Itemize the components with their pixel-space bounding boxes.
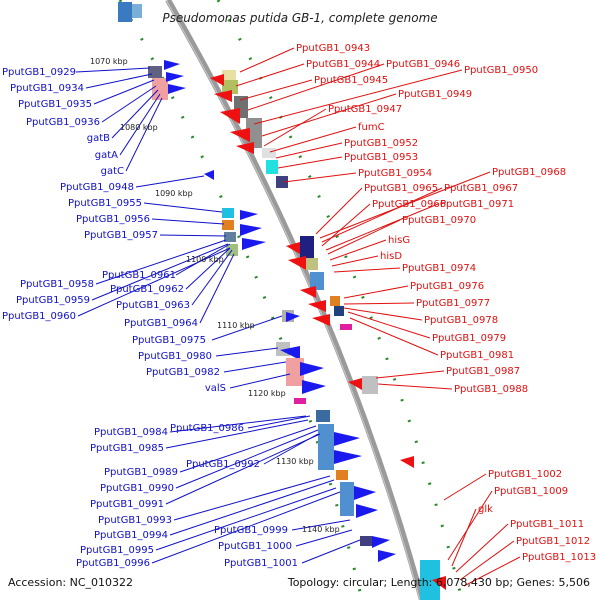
- kbp-tick: 1110 kbp: [217, 321, 255, 330]
- gene-label[interactable]: PputGB1_0935: [18, 99, 92, 110]
- accession-text: Accession: NC_010322: [8, 576, 133, 589]
- gene-features: [118, 2, 446, 600]
- gene-label[interactable]: PputGB1_0962: [110, 284, 184, 295]
- kbp-tick: 1120 kbp: [248, 389, 286, 398]
- gene-label[interactable]: PputGB1_0970: [402, 215, 476, 226]
- gene-label[interactable]: PputGB1_0968: [492, 167, 566, 178]
- gene-label[interactable]: PputGB1_0994: [94, 530, 168, 541]
- gene-label[interactable]: PputGB1_0986: [170, 423, 244, 434]
- gene-label[interactable]: PputGB1_0977: [416, 298, 490, 309]
- gene-label[interactable]: PputGB1_0967: [444, 183, 518, 194]
- gene-label[interactable]: valS: [205, 383, 226, 394]
- gene-label[interactable]: PputGB1_0957: [84, 230, 158, 241]
- gene-label[interactable]: PputGB1_0955: [68, 198, 142, 209]
- gene-label[interactable]: PputGB1_0990: [100, 483, 174, 494]
- gene-label[interactable]: PputGB1_0985: [90, 443, 164, 454]
- gene-label[interactable]: PputGB1_1013: [522, 552, 596, 563]
- gene-label[interactable]: glk: [478, 504, 493, 515]
- gene-label[interactable]: fumC: [358, 122, 385, 133]
- gene-label[interactable]: PputGB1_0952: [344, 138, 418, 149]
- gene-label[interactable]: PputGB1_0979: [432, 333, 506, 344]
- gene-label[interactable]: PputGB1_0987: [446, 366, 520, 377]
- gene-label[interactable]: PputGB1_0954: [358, 168, 432, 179]
- gene-label[interactable]: PputGB1_0953: [344, 152, 418, 163]
- gene-label[interactable]: PputGB1_0991: [90, 499, 164, 510]
- gene-label[interactable]: PputGB1_0976: [410, 281, 484, 292]
- gene-label[interactable]: PputGB1_0978: [424, 315, 498, 326]
- gene-label[interactable]: PputGB1_1011: [510, 519, 584, 530]
- gene-label[interactable]: PputGB1_0980: [138, 351, 212, 362]
- gene-label[interactable]: PputGB1_1001: [224, 558, 298, 569]
- gene-label[interactable]: hisD: [380, 251, 402, 262]
- gene-label[interactable]: PputGB1_0945: [314, 75, 388, 86]
- topology-text: Topology: circular; Length: 6,078,430 bp…: [287, 576, 590, 589]
- gene-label[interactable]: PputGB1_0949: [398, 89, 472, 100]
- gene-label[interactable]: PputGB1_0944: [306, 59, 380, 70]
- gene-label[interactable]: gatC: [101, 166, 124, 177]
- gene-label[interactable]: PputGB1_0996: [76, 558, 150, 569]
- kbp-tick: 1130 kbp: [276, 457, 314, 466]
- gene-label[interactable]: PputGB1_1000: [218, 541, 292, 552]
- gene-label[interactable]: gatA: [95, 150, 118, 161]
- gene-label[interactable]: PputGB1_0993: [98, 515, 172, 526]
- gene-label[interactable]: PputGB1_0981: [440, 350, 514, 361]
- gene-label[interactable]: PputGB1_0999: [214, 525, 288, 536]
- gene-label[interactable]: PputGB1_0971: [440, 199, 514, 210]
- gene-label[interactable]: PputGB1_0948: [60, 182, 134, 193]
- gene-label[interactable]: PputGB1_0934: [10, 83, 84, 94]
- gene-label[interactable]: PputGB1_0995: [80, 545, 154, 556]
- gene-label[interactable]: PputGB1_0988: [454, 384, 528, 395]
- gene-label[interactable]: PputGB1_0929: [2, 67, 76, 78]
- kbp-tick: 1140 kbp: [302, 525, 340, 534]
- gene-label[interactable]: PputGB1_1012: [516, 536, 590, 547]
- gene-label[interactable]: PputGB1_0975: [132, 335, 206, 346]
- right-gene-labels: PputGB1_0943 PputGB1_0944 PputGB1_0945 P…: [296, 43, 596, 563]
- gene-label[interactable]: PputGB1_0950: [464, 65, 538, 76]
- gene-label[interactable]: PputGB1_1009: [494, 486, 568, 497]
- gene-label[interactable]: PputGB1_0984: [94, 427, 168, 438]
- gene-label[interactable]: PputGB1_0965: [364, 183, 438, 194]
- kbp-tick: 1090 kbp: [155, 189, 193, 198]
- gene-label[interactable]: PputGB1_0964: [124, 318, 198, 329]
- leader-lines-right: [235, 47, 521, 587]
- gene-label[interactable]: PputGB1_0974: [402, 263, 476, 274]
- gene-label[interactable]: gatB: [87, 133, 110, 144]
- left-gene-labels: PputGB1_0929 PputGB1_0934 PputGB1_0935 P…: [2, 67, 298, 569]
- gene-label[interactable]: PputGB1_0956: [76, 214, 150, 225]
- gene-label[interactable]: PputGB1_0989: [104, 467, 178, 478]
- gene-label[interactable]: PputGB1_0960: [2, 311, 76, 322]
- kbp-tick: 1080 kbp: [120, 123, 158, 132]
- gene-label[interactable]: PputGB1_0961: [102, 270, 176, 281]
- gene-label[interactable]: PputGB1_0946: [386, 59, 460, 70]
- kbp-tick: 1100 kbp: [186, 255, 224, 264]
- genome-backbone: [165, 0, 425, 600]
- gene-label[interactable]: PputGB1_0947: [328, 104, 402, 115]
- gene-label[interactable]: PputGB1_0992: [186, 459, 260, 470]
- gene-label[interactable]: PputGB1_0982: [146, 367, 220, 378]
- kbp-ticks: 1070 kbp 1080 kbp 1090 kbp 1100 kbp 1110…: [90, 57, 340, 534]
- gene-label[interactable]: PputGB1_0963: [116, 300, 190, 311]
- gene-label[interactable]: PputGB1_0936: [26, 117, 100, 128]
- gene-label[interactable]: PputGB1_0958: [20, 279, 94, 290]
- gene-label[interactable]: PputGB1_0943: [296, 43, 370, 54]
- gene-label[interactable]: PputGB1_1002: [488, 469, 562, 480]
- map-title: Pseudomonas putida GB-1, complete genome: [162, 11, 437, 25]
- gene-label[interactable]: PputGB1_0959: [16, 295, 90, 306]
- leader-lines-left: [75, 67, 361, 564]
- kbp-tick: 1070 kbp: [90, 57, 128, 66]
- gene-label[interactable]: PputGB1_0966: [372, 199, 446, 210]
- gene-label[interactable]: hisG: [388, 235, 410, 246]
